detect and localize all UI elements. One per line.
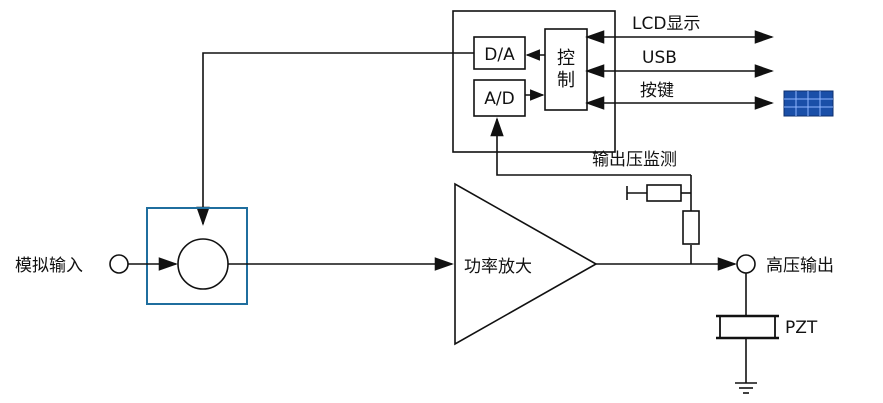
keys-label: 按键 (640, 81, 674, 101)
divider-resistor-horizontal (646, 184, 682, 202)
pzt-label: PZT (785, 318, 818, 338)
monitor-feedback-wire (490, 117, 691, 176)
ad-label: A/D (484, 89, 514, 109)
divider-resistor-vertical (682, 210, 700, 245)
usb-label: USB (642, 48, 677, 68)
control-label-top: 控 (557, 48, 575, 69)
da-box (473, 36, 526, 70)
power-amplifier (454, 182, 598, 346)
da-label: D/A (484, 45, 515, 65)
ground-icon (735, 382, 757, 394)
analog-input-terminal (109, 254, 129, 274)
solar-panel-icon (783, 90, 834, 117)
summing-node (177, 238, 229, 290)
hv-output-terminal (736, 254, 756, 274)
amplifier-label: 功率放大 (464, 257, 532, 277)
pzt-element (719, 315, 776, 339)
monitor-label: 输出压监测 (592, 150, 677, 170)
control-label-bottom: 制 (557, 70, 575, 91)
hv-output-label: 高压输出 (766, 256, 834, 276)
ad-box (473, 79, 526, 117)
analog-input-label: 模拟输入 (15, 256, 83, 276)
summing-frame (146, 207, 248, 305)
da-feedback-wire (196, 52, 474, 226)
lcd-label: LCD显示 (632, 14, 700, 34)
